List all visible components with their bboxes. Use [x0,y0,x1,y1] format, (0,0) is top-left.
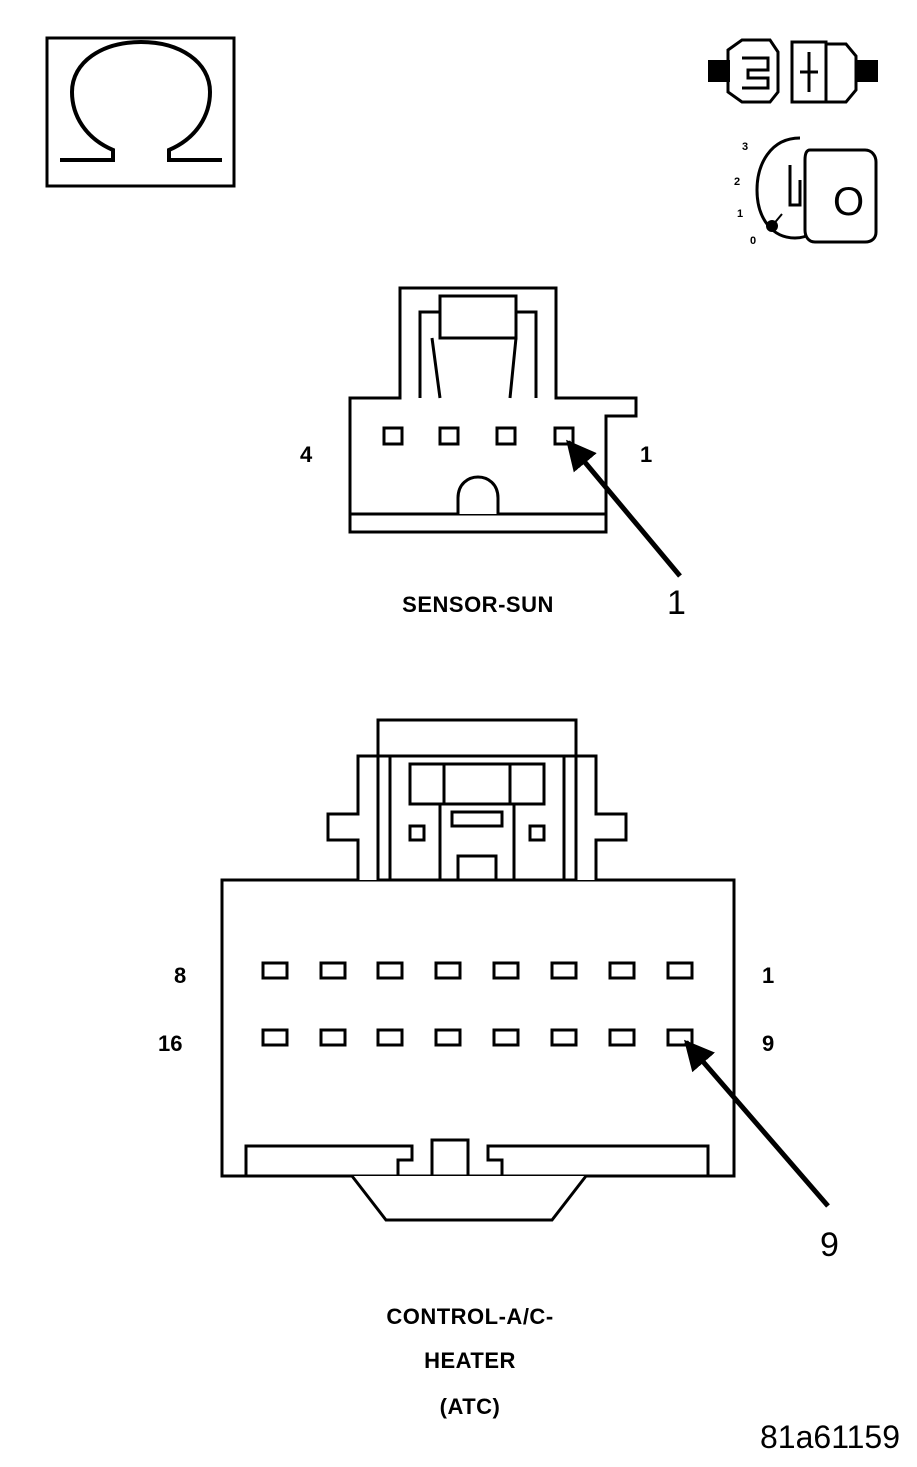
control-row1-cavities [261,961,694,980]
ignition-position-2: 2 [734,176,740,188]
control-title-line-1: CONTROL-A/C- [386,1304,553,1329]
control-row1-left-label: 8 [174,963,186,988]
disconnected-connector-icon [708,38,878,104]
sensor-callout-arrow [566,439,682,578]
control-ac-heater-connector [220,718,830,1222]
sensor-right-pin-label: 1 [640,442,652,467]
sensor-left-pin-label: 4 [300,442,313,467]
control-callout-arrow [684,1039,830,1208]
sensor-sun-title: SENSOR-SUN [402,592,554,617]
ignition-position-1: 1 [737,208,743,220]
sensor-cavity-4 [382,426,404,446]
ignition-position-3: 3 [742,141,748,153]
control-title-line-2: HEATER [424,1348,516,1373]
ignition-key-label: O [833,180,864,224]
control-row1-right-label: 1 [762,963,774,988]
control-row2-cavities [261,1028,694,1047]
control-callout-number: 9 [820,1226,839,1264]
ignition-position-0: 0 [750,235,756,247]
sensor-cavity-3 [438,426,460,446]
control-title-line-3: (ATC) [440,1394,501,1419]
sensor-cavity-2 [495,426,517,446]
control-row2-left-label: 16 [158,1031,182,1056]
ignition-key-off-icon: O 3 2 1 0 [734,136,878,247]
ohm-symbol-icon [45,36,236,188]
sensor-callout-number: 1 [667,584,686,622]
control-row2-right-label: 9 [762,1031,774,1056]
figure-code: 81a61159 [760,1419,900,1455]
sensor-sun-connector [348,286,682,578]
